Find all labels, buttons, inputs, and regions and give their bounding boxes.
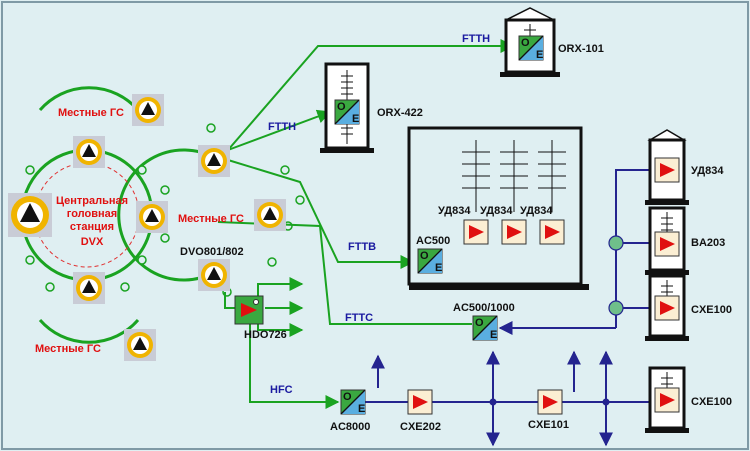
cxe100-b-label: CXE100 xyxy=(691,396,732,408)
local-hub-top-label: Местные ГС xyxy=(58,107,124,119)
ac500-label: AC500 xyxy=(416,235,450,247)
amp2-device xyxy=(501,219,527,245)
svg-text:E: E xyxy=(352,113,359,125)
ba203-label: BA203 xyxy=(691,237,725,249)
central-model-label: DVX xyxy=(81,236,104,248)
cxe101-label: CXE101 xyxy=(528,419,569,431)
conv-letter-o: O xyxy=(521,37,530,49)
converter-letters: O E O E O E O E O E xyxy=(337,37,543,415)
dvo-label: DVO801/802 xyxy=(180,246,244,258)
ring-node-right xyxy=(136,201,168,233)
central-label-2: головная xyxy=(67,208,117,220)
cxe202-label: CXE202 xyxy=(400,421,441,433)
local-hub-right-node xyxy=(254,199,286,231)
cxe100-a-label: CXE100 xyxy=(691,304,732,316)
ftth-top-label: FTTH xyxy=(462,33,490,45)
svg-text:O: O xyxy=(337,101,346,113)
svg-text:O: O xyxy=(475,317,484,329)
orx422-label: ORX-422 xyxy=(377,107,423,119)
splitters xyxy=(608,235,624,316)
ring-node-top xyxy=(73,136,105,168)
cxe202-device xyxy=(407,389,433,415)
central-node xyxy=(8,193,52,237)
central-label-3: станция xyxy=(70,221,114,233)
local-hub-top-node xyxy=(132,94,164,126)
local-hub-bottom-label: Местные ГС xyxy=(35,343,101,355)
local-hub-bottom-node xyxy=(124,329,156,361)
svg-text:E: E xyxy=(358,403,365,415)
ud834-right-building xyxy=(645,129,689,205)
amp3-label: УД834 xyxy=(520,205,553,217)
ud834-right-label: УД834 xyxy=(691,165,724,177)
ring-junctions xyxy=(25,123,305,297)
ac8000-label: AC8000 xyxy=(330,421,370,433)
conv-letter-e: E xyxy=(536,49,543,61)
amp3-device xyxy=(539,219,565,245)
hdo726-device xyxy=(234,295,264,325)
cxe100-b-building xyxy=(645,366,689,433)
svg-text:O: O xyxy=(420,250,429,262)
fttb-building xyxy=(407,126,589,290)
cxe101-device xyxy=(537,389,563,415)
ftth-mid-label: FTTH xyxy=(268,121,296,133)
orx422-building xyxy=(320,62,374,153)
local-hub-right-label: Местные ГС xyxy=(178,213,244,225)
fttc-label: FTTC xyxy=(345,312,373,324)
fttb-label: FTTB xyxy=(348,241,376,253)
svg-text:O: O xyxy=(343,391,352,403)
svg-text:E: E xyxy=(435,262,442,274)
amp1-label: УД834 xyxy=(438,205,471,217)
orx101-building xyxy=(500,7,560,77)
ring-node-bottom xyxy=(73,272,105,304)
amp1-device xyxy=(463,219,489,245)
svg-text:E: E xyxy=(490,329,497,341)
hfc-label: HFC xyxy=(270,384,293,396)
central-label-1: Центральная xyxy=(56,195,128,207)
cxe100-a-building xyxy=(645,274,689,341)
orx101-label: ORX-101 xyxy=(558,43,604,55)
ac500-1000-label: AC500/1000 xyxy=(453,302,515,314)
dvo-node xyxy=(198,259,230,291)
amp2-label: УД834 xyxy=(480,205,513,217)
ba203-building xyxy=(645,206,689,275)
dvx-node-top xyxy=(198,145,230,177)
hdo-label: HDO726 xyxy=(244,329,287,341)
